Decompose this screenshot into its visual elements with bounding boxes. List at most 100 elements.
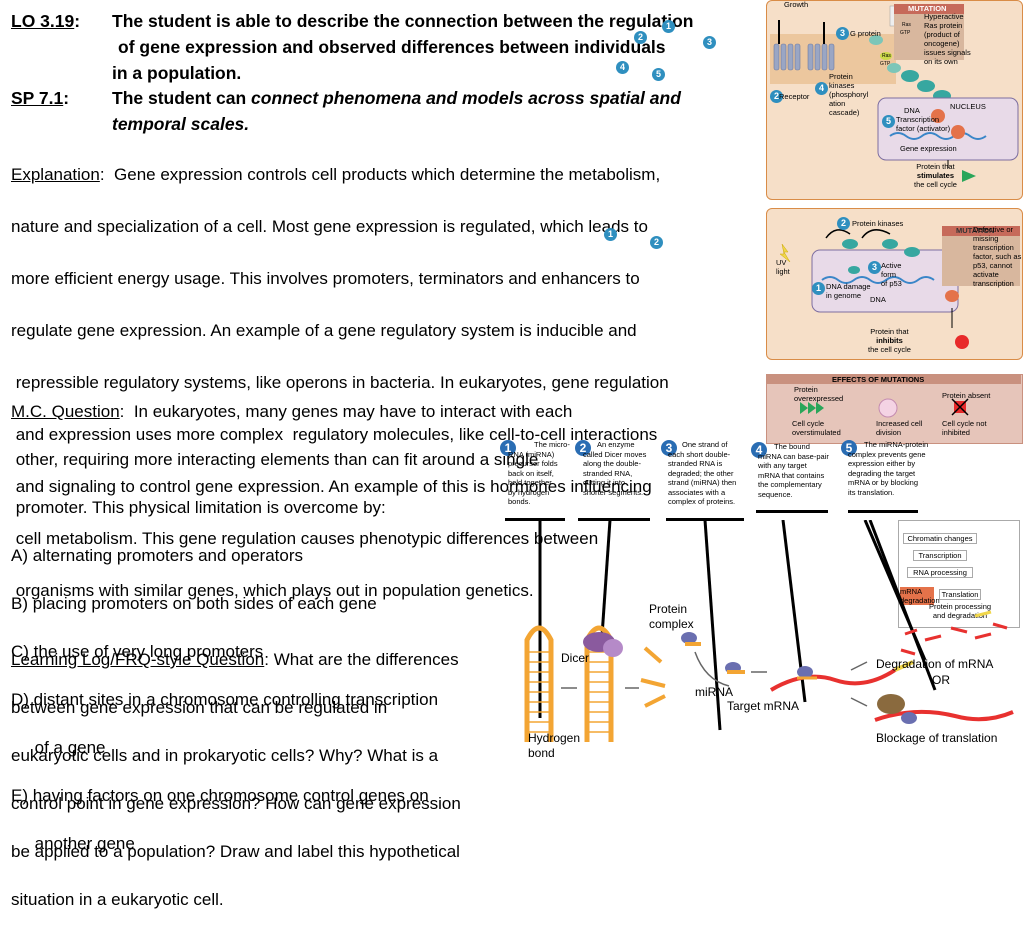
marker-number: 2	[634, 31, 647, 44]
learning-log-block: Learning Log/FRQ-style Question: What ar…	[11, 624, 511, 936]
effects-icons	[800, 398, 969, 418]
gtp-label: GTP	[880, 61, 891, 67]
explanation-line: nature and specialization of a cell. Mos…	[11, 217, 648, 236]
step-number: 2	[837, 217, 850, 230]
lo-line-1: The student is able to describe the conn…	[112, 11, 694, 31]
mc-option-c[interactable]: C) the use of very long promoters	[11, 642, 264, 661]
lo-line-3: in a population.	[112, 63, 242, 83]
dicer-label: Dicer	[561, 651, 590, 665]
mirna-step-3-text: One strand of each short double- strande…	[668, 440, 737, 506]
g-protein-label: G protein	[850, 29, 881, 38]
mutation-desc: Hyperactive Ras protein (product of onco…	[924, 12, 971, 66]
mirna-step-5-text: The miRNA-protein complex prevents gene …	[848, 440, 929, 497]
step-number: 1	[812, 282, 825, 295]
flow-protein-processing: Protein processing and degradation	[928, 602, 992, 620]
cell-cycle-not-inhibited-label: Cell cycle not inhibited	[942, 419, 987, 437]
explanation-label: Explanation	[11, 165, 100, 184]
lo-label: LO 3.19	[11, 11, 75, 31]
marker-number: 4	[616, 61, 629, 74]
flow-chromatin: Chromatin changes	[903, 533, 977, 544]
overexpressed-label: Protein overexpressed	[794, 385, 844, 403]
mc-line: other, requiring more interacting elemen…	[11, 450, 539, 469]
ras-pathway-figure	[770, 5, 1019, 182]
gtp-label: GTP	[900, 30, 911, 36]
step-number: 3	[868, 261, 881, 274]
receptor-label: Receptor	[779, 92, 810, 101]
explanation-line: Explanation: Gene expression controls ce…	[11, 165, 661, 184]
ras-label: Ras	[902, 22, 911, 28]
mutation-desc: Defective or missing transcription facto…	[973, 225, 1022, 288]
mutation-title: MUTATION	[908, 4, 947, 13]
active-p53-label: Active form of p53	[881, 261, 902, 288]
flow-transcription: Transcription	[913, 550, 967, 561]
mc-option-d[interactable]: D) distant sites in a chromosome control…	[11, 690, 439, 709]
lo-heading: LO 3.19:	[11, 8, 771, 34]
step-number: 5	[882, 115, 895, 128]
mirna-step-4-text: The bound miRNA can base-pair with any t…	[758, 442, 829, 499]
blockage-label: Blockage of translation	[876, 731, 998, 745]
mirna-label: miRNA	[695, 685, 733, 699]
protein-kinases-label: Protein kinases	[852, 219, 904, 228]
mc-line: promoter. This physical limitation is ov…	[11, 498, 386, 517]
explanation-line: regulate gene expression. An example of …	[11, 321, 637, 340]
ras-label: Ras	[882, 53, 891, 59]
protein-absent-label: Protein absent	[942, 391, 991, 400]
sp-colon: :	[63, 88, 70, 108]
protein-stimulates-label: Protein that stimulates the cell cycle	[914, 162, 957, 189]
label-bar	[578, 518, 650, 521]
cell-cycle-overstimulated-label: Cell cycle overstimulated	[792, 419, 841, 437]
sp-label: SP 7.1	[11, 88, 64, 108]
label-bar	[848, 510, 918, 513]
mc-option-d-cont: of a gene	[11, 738, 106, 757]
mirna-step-4-number: 4	[751, 442, 767, 458]
log-line: control point in gene expression? How ca…	[11, 794, 461, 813]
target-mrna-label: Target mRNA	[727, 699, 800, 713]
dna-label: DNA	[904, 106, 920, 115]
log-line: Learning Log/FRQ-style Question: What ar…	[11, 650, 459, 669]
explanation-line: and expression uses more complex regulat…	[11, 425, 658, 444]
dna-label: DNA	[870, 295, 886, 304]
protein-kinases-label: Protein kinases (phosphoryl ation cascad…	[829, 72, 869, 117]
sp-italic-1: connect phenomena and models across spat…	[251, 88, 681, 108]
dna-damage-label: DNA damage in genome	[826, 282, 871, 300]
protein-inhibits-label: Protein that inhibits the cell cycle	[868, 327, 911, 354]
hydrogen-bond-label: Hydrogen bond	[528, 731, 581, 760]
mutation-header	[942, 226, 1020, 236]
mc-option-b[interactable]: B) placing promoters on both sides of ea…	[11, 594, 377, 613]
mirna-step-2-text: An enzyme called Dicer moves along the d…	[583, 440, 647, 497]
flow-mrna-degradation: mRNA degradation	[900, 587, 940, 605]
sp-italic-2: temporal scales.	[112, 114, 250, 134]
explanation-block: Explanation: Gene expression controls ce…	[11, 136, 771, 630]
log-line: between gene expression that can be regu…	[11, 698, 388, 717]
label-bar	[756, 510, 828, 513]
mc-line: M.C. Question: In eukaryotes, many genes…	[11, 402, 573, 421]
log-label: Learning Log/FRQ-style Question	[11, 650, 265, 669]
log-line: be applied to a population? Draw and lab…	[11, 842, 460, 861]
marker-number: 2	[650, 236, 663, 249]
lo-line-2: of gene expression and observed differen…	[118, 37, 666, 57]
mutation-box	[942, 226, 1020, 286]
transcription-factor-label: Transcription factor (activator)	[896, 115, 951, 133]
explanation-line: cell metabolism. This gene regulation ca…	[11, 529, 599, 548]
flow-translation: Translation	[939, 589, 981, 600]
nucleus-label: NUCLEUS	[950, 102, 986, 111]
growth-label: Growth	[784, 0, 809, 9]
mirna-illustration	[524, 520, 1014, 742]
marker-number: 1	[662, 20, 675, 33]
mirna-step-1-text: The micro- RNA (miRNA) precursor folds b…	[508, 440, 570, 506]
sp-line-2: temporal scales.	[112, 111, 249, 137]
protein-complex-label: Protein complex	[649, 602, 694, 631]
explanation-line: organisms with similar genes, which play…	[11, 581, 534, 600]
mirna-step-1-number: 1	[500, 440, 516, 456]
mc-label: M.C. Question	[11, 402, 120, 421]
step-number: 3	[836, 27, 849, 40]
uv-light-label: UV light	[776, 258, 790, 276]
log-line: situation in a eukaryotic cell.	[11, 890, 224, 909]
sp-line-1: The student can connect phenomena and mo…	[112, 85, 762, 111]
marker-number: 1	[604, 228, 617, 241]
label-bar	[505, 518, 565, 521]
marker-number: 5	[652, 68, 665, 81]
mc-option-a[interactable]: A) alternating promoters and operators	[11, 546, 303, 565]
effects-header	[766, 374, 1021, 384]
mutation-title: MUTATION	[956, 226, 995, 235]
